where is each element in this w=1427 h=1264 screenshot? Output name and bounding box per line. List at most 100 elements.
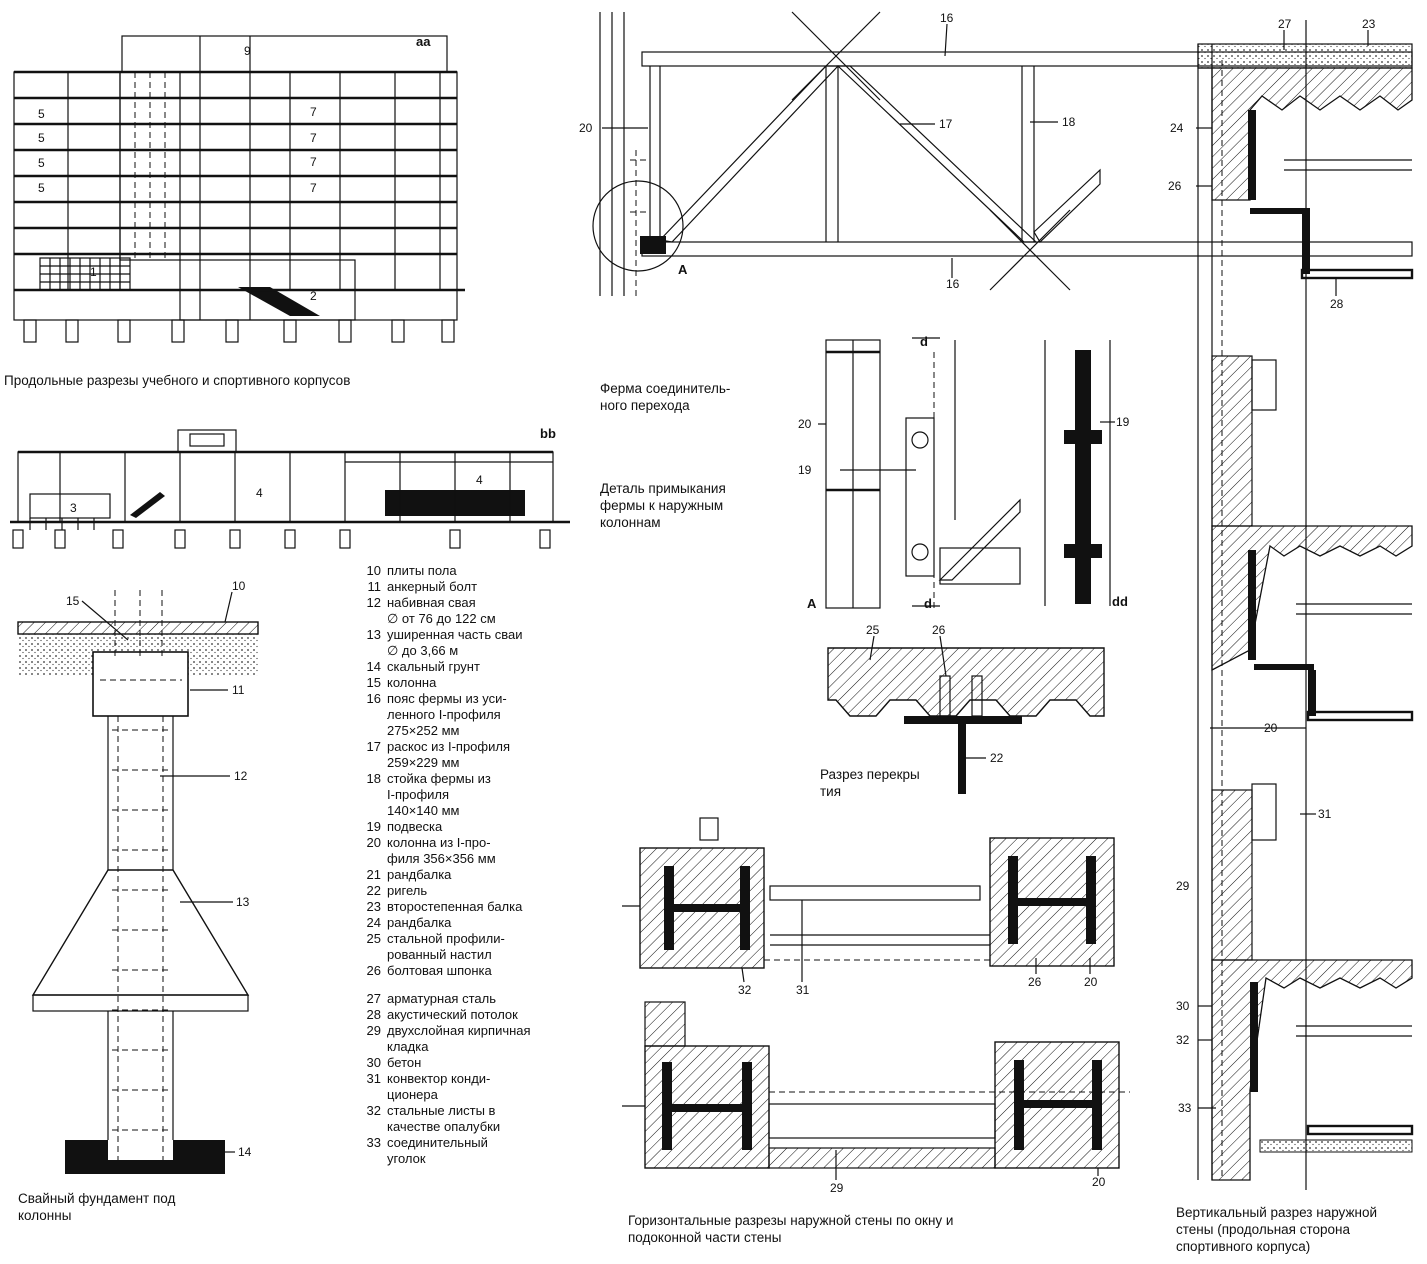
legend-number: 10 xyxy=(366,563,381,578)
legend-text: рандбалка xyxy=(387,867,452,882)
legend-number: 24 xyxy=(366,915,381,930)
callout-label: d xyxy=(920,334,928,349)
legend-number: 31 xyxy=(366,1071,381,1086)
legend-item: 17 раскос из I-профиля 259×229 мм xyxy=(357,739,577,771)
section-bb-room-labels: 3 4 4 xyxy=(70,473,483,515)
truss-detail-caption: Деталь примыкания фермы к наружным колон… xyxy=(600,481,726,530)
callout-label: dd xyxy=(1112,594,1128,609)
room-label: 5 xyxy=(38,107,45,121)
room-label: 7 xyxy=(310,131,317,145)
legend-text: стальные листы в качестве опалубки xyxy=(387,1103,501,1134)
legend-text: второстепенная балка xyxy=(387,899,523,914)
callout-label: 20 xyxy=(1084,975,1098,989)
truss-callouts: 16 20 17 18 16 A xyxy=(579,11,1076,291)
legend-number: 28 xyxy=(366,1007,381,1022)
legend-text: подвеска xyxy=(387,819,443,834)
callout-label: 27 xyxy=(1278,17,1292,31)
legend-number: 15 xyxy=(366,675,381,690)
legend-text: ригель xyxy=(387,883,428,898)
callout-label: 19 xyxy=(798,463,812,477)
callout-label: A xyxy=(807,596,817,611)
foundation-callouts: 15 10 11 12 13 14 xyxy=(66,579,252,1159)
legend-text: акустический потолок xyxy=(387,1007,518,1022)
legend-number: 26 xyxy=(366,963,381,978)
section-bb-tag: bb xyxy=(540,426,556,441)
legend-text: бетон xyxy=(387,1055,422,1070)
callout-label: 16 xyxy=(946,277,960,291)
callout-label: 32 xyxy=(1176,1033,1190,1047)
callout-label: A xyxy=(678,262,688,277)
floor-section-callouts: 25 26 22 xyxy=(866,623,1004,765)
callout-label: 20 xyxy=(798,417,812,431)
legend-item: 21 рандбалка xyxy=(357,867,577,883)
legend-number: 27 xyxy=(366,991,381,1006)
legend-text: плиты пола xyxy=(387,563,457,578)
legend-number: 23 xyxy=(366,899,381,914)
horizontal-sections-callouts: 32 31 26 20 29 20 xyxy=(738,975,1106,1195)
legend-text: набивная свая ∅ от 76 до 122 см xyxy=(387,595,496,626)
callout-label: 24 xyxy=(1170,121,1184,135)
callout-label: 13 xyxy=(236,895,250,909)
callout-label: 26 xyxy=(1168,179,1182,193)
legend-number: 14 xyxy=(366,659,381,674)
legend-number: 29 xyxy=(366,1023,381,1038)
callout-label: 23 xyxy=(1362,17,1376,31)
room-label: 4 xyxy=(476,473,483,487)
legend-text: арматурная сталь xyxy=(387,991,496,1006)
truss-detail-callouts: d 20 19 A d 19 dd xyxy=(798,334,1130,611)
room-label: 4 xyxy=(256,486,263,500)
legend-item: 32 стальные листы в качестве опалубки xyxy=(357,1103,577,1135)
callout-label: 14 xyxy=(238,1145,252,1159)
floor-section-caption: Разрез перекры тия xyxy=(820,767,920,799)
legend-number: 11 xyxy=(367,579,382,594)
room-label: 3 xyxy=(70,501,77,515)
callout-label: 15 xyxy=(66,594,80,608)
callout-label: 20 xyxy=(1264,721,1278,735)
legend-item: 30 бетон xyxy=(357,1055,577,1071)
callout-label: 33 xyxy=(1178,1101,1192,1115)
foundation-caption: Свайный фундамент под колонны xyxy=(18,1191,176,1223)
legend-item: 31 конвектор конди- ционера xyxy=(357,1071,577,1103)
legend-text: раскос из I-профиля 259×229 мм xyxy=(387,739,510,770)
legend-number: 18 xyxy=(366,771,381,786)
callout-label: 20 xyxy=(579,121,593,135)
legend-text: пояс фермы из уси- ленного I-профиля 275… xyxy=(387,691,507,738)
horizontal-sections-caption: Горизонтальные разрезы наружной стены по… xyxy=(628,1213,954,1245)
legend-item: 28 акустический потолок xyxy=(357,1007,577,1023)
legend-text: конвектор конди- ционера xyxy=(387,1071,491,1102)
floor-section-drawing xyxy=(827,635,1105,794)
legend-item: 10 плиты пола xyxy=(357,563,577,579)
callout-label: 31 xyxy=(796,983,810,997)
room-label: 5 xyxy=(38,181,45,195)
vertical-section-callouts: 27 23 24 26 28 20 31 29 30 32 33 xyxy=(1168,17,1376,1115)
callout-label: 11 xyxy=(232,683,245,697)
section-bb-drawing xyxy=(10,429,570,549)
legend-text: колонна xyxy=(387,675,437,690)
callout-label: 10 xyxy=(232,579,246,593)
vertical-section-caption: Вертикальный разрез наружной стены (прод… xyxy=(1176,1205,1377,1254)
legend-number: 17 xyxy=(366,739,381,754)
legend-number: 33 xyxy=(366,1135,381,1150)
section-aa-drawing xyxy=(13,35,465,343)
legend-item: 16 пояс фермы из уси- ленного I-профиля 2… xyxy=(357,691,577,739)
legend-number: 32 xyxy=(366,1103,381,1118)
legend-number: 21 xyxy=(366,867,381,882)
truss-detail-drawing xyxy=(818,337,1115,609)
room-label: 1 xyxy=(90,265,97,279)
legend-text: скальный грунт xyxy=(387,659,480,674)
callout-label: 20 xyxy=(1092,1175,1106,1189)
legend-number: 16 xyxy=(366,691,381,706)
room-label: 2 xyxy=(310,289,317,303)
legend-text: рандбалка xyxy=(387,915,452,930)
legend-number: 30 xyxy=(366,1055,381,1070)
callout-label: 25 xyxy=(866,623,880,637)
